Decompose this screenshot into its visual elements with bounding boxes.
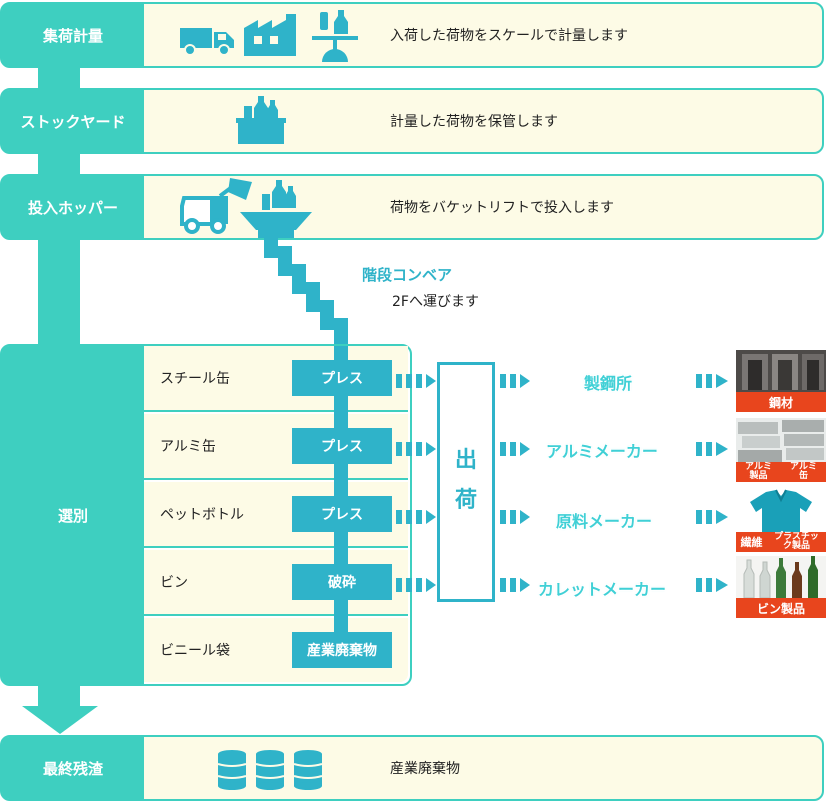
product-label-right: プラスチック製品 <box>774 532 819 551</box>
material-name: スチール缶 <box>160 371 230 387</box>
process-press-pet: プレス <box>292 496 392 532</box>
conveyor-subtitle: 2Fへ運びます <box>392 294 479 310</box>
stage-description: 計量した荷物を保管します <box>390 114 558 130</box>
bucket-lift-icon <box>180 178 252 234</box>
destination-aluminum-maker: アルミメーカー <box>546 442 658 461</box>
product-label-left: 繊維 <box>740 535 763 549</box>
hopper-icon <box>240 180 312 238</box>
process-industrial-waste: 産業廃棄物 <box>292 632 392 668</box>
shipping-box: 出 荷 <box>437 362 495 602</box>
product-label-left: アルミ製品 <box>745 462 772 481</box>
stage-final-residue: 最終残渣 産業廃棄物 <box>0 735 824 801</box>
product-label: アルミ製品 アルミ缶 <box>736 462 826 482</box>
stage-label: 集荷計量 <box>2 4 144 66</box>
scale-icon <box>312 10 358 62</box>
product-label: 繊維 プラスチック製品 <box>736 532 826 552</box>
process-crush-bottle: 破砕 <box>292 564 392 600</box>
material-name: ペットボトル <box>160 507 244 523</box>
product-label: ビン製品 <box>736 598 826 618</box>
shipping-label-top: 出 <box>454 448 477 473</box>
process-press-aluminum: プレス <box>292 428 392 464</box>
product-label-right: アルミ缶 <box>790 462 817 481</box>
truck-icon <box>180 28 234 56</box>
flow-arrow-down <box>22 706 98 734</box>
product-steel: 鋼材 <box>736 350 826 412</box>
process-press-steel: プレス <box>292 360 392 396</box>
stage-description: 荷物をバケットリフトで投入します <box>390 200 614 216</box>
aluminum-ingot-image <box>736 418 826 462</box>
stage-stockyard: ストックヤード 計量した荷物を保管します <box>0 88 824 154</box>
stage-label: 最終残渣 <box>2 737 144 799</box>
material-name: ビン <box>160 575 188 591</box>
destination-raw-material-maker: 原料メーカー <box>556 512 653 531</box>
shipping-label-bottom: 荷 <box>454 488 477 513</box>
stage-collection: 集荷計量 入荷した荷物をスケールで計量します <box>0 2 824 68</box>
destination-steel-mill: 製鋼所 <box>584 374 633 393</box>
destination-cullet-maker: カレットメーカー <box>538 580 667 599</box>
steel-beam-image <box>736 350 826 392</box>
arrows-to-shipping <box>396 374 436 592</box>
conveyor-title: 階段コンベア <box>362 266 453 284</box>
material-name: ビニール袋 <box>160 643 230 659</box>
arrows-to-destinations <box>500 374 530 592</box>
product-aluminum: アルミ製品 アルミ缶 <box>736 418 826 482</box>
stage-hopper: 投入ホッパー 荷物をバケットリフトで投入します <box>0 174 824 240</box>
product-label: 鋼材 <box>736 392 826 412</box>
stage-label: 投入ホッパー <box>2 176 144 238</box>
factory-icon <box>244 14 296 56</box>
drum-icon <box>217 750 323 790</box>
stage-description: 産業廃棄物 <box>390 761 460 777</box>
stage-description: 入荷した荷物をスケールで計量します <box>390 28 628 44</box>
product-fiber-plastic: 繊維 プラスチック製品 <box>736 488 826 552</box>
polo-shirt-image <box>736 488 826 532</box>
product-glass: ビン製品 <box>736 556 826 618</box>
stage-label: ストックヤード <box>2 90 144 152</box>
sorting-label: 選別 <box>2 346 144 684</box>
glass-bottles-image <box>736 556 826 599</box>
stock-bin-icon <box>236 96 286 144</box>
arrows-to-products <box>696 374 728 592</box>
material-name: アルミ缶 <box>160 439 216 455</box>
